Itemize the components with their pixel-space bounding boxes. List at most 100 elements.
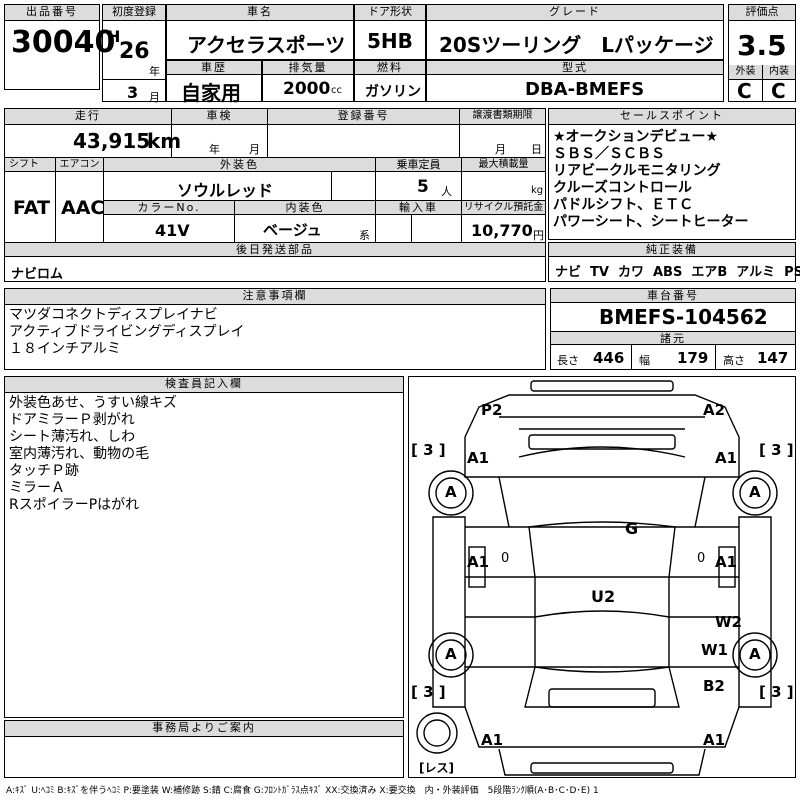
- spec-block: 走行 車検 登録番号 譲渡書類期限 43,915 km 年 月 月 日 シフト …: [4, 108, 546, 282]
- mark-a2: A2: [703, 401, 726, 419]
- capacity: 5: [417, 177, 429, 197]
- mark-a1-rl: A1: [481, 731, 504, 749]
- inspector-note: 外装色あせ、うすい線キズ: [9, 395, 177, 411]
- mark-a1-right: A1: [715, 553, 738, 571]
- ext-color: ソウルレッド: [177, 181, 274, 200]
- history-label: 車歴: [167, 61, 261, 75]
- era: H: [107, 27, 121, 46]
- capacity-unit: 人: [441, 185, 452, 198]
- office-label: 事務局よりご案内: [5, 721, 403, 737]
- ac: AAC: [61, 197, 105, 219]
- spare-tire: [レス]: [419, 761, 454, 775]
- transfer-day-unit: 日: [531, 143, 542, 156]
- mark-u2: U2: [591, 587, 616, 606]
- length-label: 長さ: [557, 354, 579, 367]
- equip-label: 純正装備: [549, 243, 795, 257]
- sales-point: リアビークルモニタリング: [553, 163, 721, 179]
- transfer-month-unit: 月: [495, 143, 506, 156]
- zero-right: 0: [697, 551, 706, 566]
- displacement-label: 排気量: [263, 61, 353, 75]
- chassis-box: 車台番号 BMEFS-104562 諸元 長さ 446 幅 179 高さ 147: [550, 288, 796, 370]
- car-name-cell: 車名 アクセラスポーツ: [166, 4, 354, 60]
- eval-label: 評価点: [729, 5, 795, 21]
- equip-item: エアB: [691, 265, 728, 280]
- reg-month: 3: [127, 83, 139, 102]
- equip-item: ABS: [652, 265, 683, 280]
- history-cell: 車歴 自家用: [166, 60, 262, 105]
- chassis-number: BMEFS-104562: [599, 305, 768, 329]
- inspect-month-unit: 月: [249, 143, 260, 156]
- color-label: 外装色: [103, 158, 375, 172]
- year-unit: 年: [149, 65, 160, 78]
- lot-label: 出品番号: [5, 5, 99, 21]
- damage-diagram: P2 A2 [ 3 ] [ 3 ] A1 A1 A A G A1 0 A1 0 …: [408, 376, 796, 778]
- model: DBA-BMEFS: [525, 79, 645, 100]
- colorno: 41V: [155, 221, 190, 240]
- grade-cell: グレード 20Sツーリング Lパッケージ: [426, 4, 724, 60]
- equip-item: PS: [784, 265, 800, 280]
- capacity-label: 乗車定員: [375, 158, 461, 172]
- lot-number: 30040: [11, 25, 116, 60]
- inspect-label: 車検: [171, 109, 267, 125]
- eval-score: 3.5: [737, 29, 787, 62]
- history: 自家用: [181, 81, 241, 105]
- note-item: １８インチアルミ: [9, 341, 121, 357]
- mark-a1-fr: A1: [715, 449, 738, 467]
- chassis-label: 車台番号: [551, 289, 795, 303]
- width-label: 幅: [639, 354, 650, 367]
- intcolor-unit: 系: [359, 229, 370, 242]
- displacement: 2000: [283, 79, 331, 99]
- inspector-note: RスポイラーPはがれ: [9, 497, 140, 513]
- displacement-cell: 排気量 2000 cc: [262, 60, 354, 102]
- sales-point: パワーシート、シートヒーター: [553, 214, 749, 230]
- note-item: マツダコネクトディスプレイナビ: [9, 307, 218, 323]
- office-box: 事務局よりご案内: [4, 720, 404, 778]
- load-label: 最大積載量: [461, 158, 545, 172]
- dims-label: 諸元: [551, 331, 795, 345]
- mileage-unit: km: [147, 129, 182, 153]
- later-parts-label: 後日発送部品: [5, 243, 545, 257]
- inspector-note: ミラーＡ: [9, 480, 65, 496]
- car-name-label: 車名: [167, 5, 353, 21]
- mileage-label: 走行: [5, 109, 171, 125]
- equipment: 純正装備 ナビTVカワABSエアBアルミPSPW: [548, 242, 800, 282]
- import-label: 輸入車: [375, 201, 461, 215]
- inspector-list: 外装色あせ、うすい線キズドアミラーＰ剥がれシート薄汚れ、しわ室内薄汚れ、動物の毛…: [9, 395, 177, 514]
- height-label: 高さ: [723, 354, 745, 367]
- lot-cell: 出品番号 30040: [4, 4, 115, 90]
- intcolor-label: 内装色: [234, 201, 375, 215]
- mark-g: G: [625, 519, 639, 538]
- grade-label: グレード: [427, 5, 723, 21]
- inspector-note: 室内薄汚れ、動物の毛: [9, 446, 150, 462]
- eval-cell: 評価点 3.5 外装 内装 C C: [728, 4, 796, 103]
- sales-point: パドルシフト、ＥＴＣ: [553, 197, 694, 213]
- ext-grade: C: [737, 79, 752, 103]
- month-unit: 月: [149, 91, 160, 104]
- mark-w1: W1: [701, 641, 728, 659]
- equip-item: ナビ: [555, 265, 582, 280]
- door-type: 5HB: [367, 29, 413, 53]
- recycle-fee: 10,770: [471, 221, 533, 240]
- fuel-cell: 燃料 ガソリン: [354, 60, 426, 102]
- mark-b2: B2: [703, 677, 725, 695]
- int-grade: C: [771, 79, 786, 103]
- tire-fr: [ 3 ]: [759, 441, 794, 459]
- sales-point: ＳＢＳ／ＳＣＢＳ: [553, 146, 665, 162]
- inspector-label: 検査員記入欄: [5, 377, 403, 393]
- shift: FAT: [13, 197, 50, 219]
- equip-item: アルミ: [736, 265, 776, 280]
- car-outline: [416, 380, 778, 776]
- equip-item: カワ: [617, 265, 644, 280]
- mileage: 43,915: [73, 129, 151, 153]
- mark-a1-rr: A1: [703, 731, 726, 749]
- reg-year: 26: [119, 39, 150, 64]
- inspector-note: ドアミラーＰ剥がれ: [9, 412, 135, 428]
- notes-label: 注意事項欄: [5, 289, 545, 305]
- inspector-box: 検査員記入欄 外装色あせ、うすい線キズドアミラーＰ剥がれシート薄汚れ、しわ室内薄…: [4, 376, 404, 718]
- colorno-label: カラーNo.: [104, 201, 234, 215]
- mark-a1-fl: A1: [467, 449, 490, 467]
- ac-label: エアコン: [55, 158, 103, 172]
